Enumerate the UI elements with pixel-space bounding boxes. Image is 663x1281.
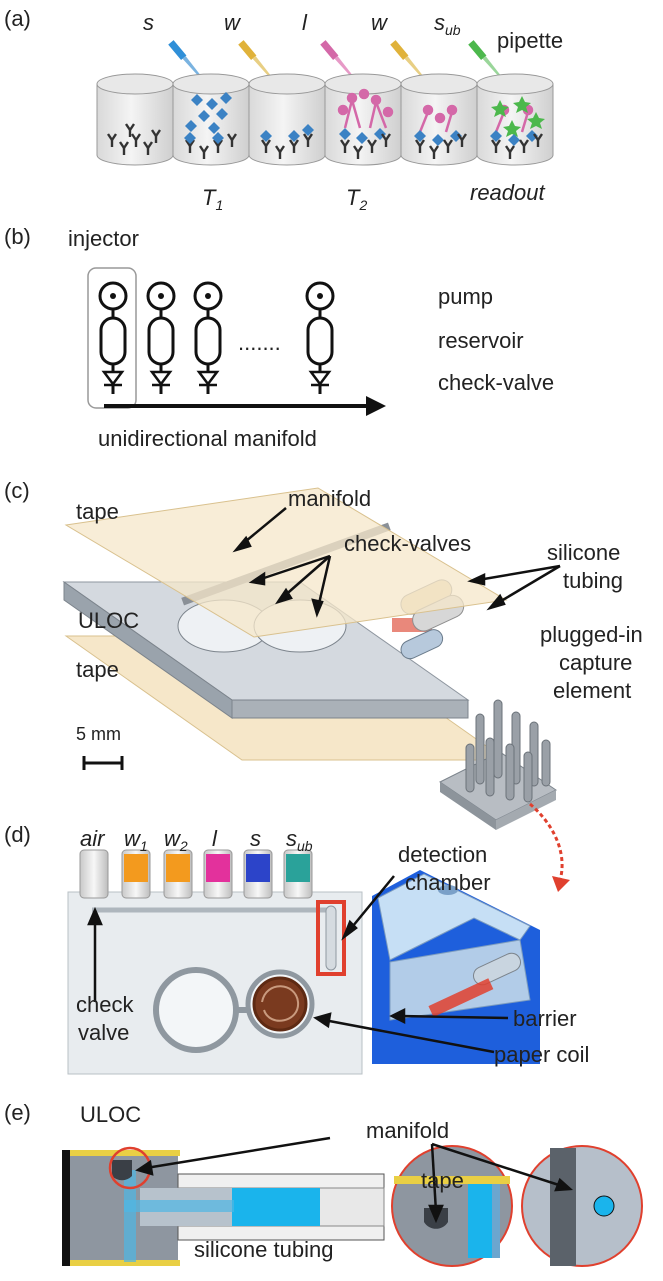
- label-check-valve-1: check: [76, 992, 134, 1017]
- callout-arrows-e: [135, 1136, 574, 1224]
- zoom-circle-1: [391, 1145, 513, 1267]
- pipette-icon-3: [320, 40, 354, 78]
- pipette-label: pipette: [497, 28, 563, 53]
- label-paper-coil: paper coil: [494, 1042, 589, 1067]
- label-tape-e: tape: [421, 1168, 464, 1193]
- label-manifold-e: manifold: [366, 1118, 449, 1143]
- pipette-icon-4: [390, 40, 424, 78]
- reagent-tubes: [79, 849, 313, 899]
- reagent-label-sub: sub: [434, 10, 461, 38]
- step-label-t1: T1: [202, 185, 223, 213]
- label-uloc-e: ULOC: [80, 1102, 141, 1127]
- injector-label: injector: [68, 226, 139, 251]
- tube-label-air: air: [80, 826, 106, 851]
- legend-check-valve: check-valve: [438, 370, 554, 395]
- injector-unit-2: [146, 281, 176, 396]
- panel-b: (b) injector ....... pump reservoir chec…: [4, 224, 554, 451]
- panel-b-tag: (b): [4, 224, 31, 249]
- well-6: [476, 73, 554, 166]
- label-silicone-1: silicone: [547, 540, 620, 565]
- callout-arrows-d: [87, 875, 509, 1054]
- step-label-readout: readout: [470, 180, 546, 205]
- well-3: [248, 73, 326, 166]
- reagent-label-w-1: w: [224, 10, 242, 35]
- step-label-t2: T2: [346, 185, 367, 213]
- injector-unit-n: [305, 281, 335, 396]
- label-manifold: manifold: [288, 486, 371, 511]
- label-check-valves: check-valves: [344, 531, 471, 556]
- legend-reservoir: reservoir: [438, 328, 524, 353]
- panel-d-tag: (d): [4, 822, 31, 847]
- capture-element-drawing: [439, 699, 557, 830]
- label-uloc: ULOC: [78, 608, 139, 633]
- label-silicone-tubing-e: silicone tubing: [194, 1237, 333, 1262]
- injector-unit-1: [98, 281, 128, 396]
- label-tape-bottom: tape: [76, 657, 119, 682]
- label-check-valve-2: valve: [78, 1020, 129, 1045]
- tubing-cross-section: [62, 1146, 385, 1266]
- panel-d: (d) air w1 w2 l s sub: [4, 822, 589, 1075]
- tube-label-l: l: [212, 826, 218, 851]
- panel-c-tag: (c): [4, 478, 30, 503]
- label-plugged-2: capture: [559, 650, 632, 675]
- legend-pump: pump: [438, 284, 493, 309]
- scale-bar: [82, 756, 124, 770]
- panel-e: (e): [4, 1100, 643, 1267]
- label-plugged-3: element: [553, 678, 631, 703]
- reagent-label-l: l: [302, 10, 308, 35]
- label-plugged-1: plugged-in: [540, 622, 643, 647]
- panel-c: (c): [4, 478, 643, 892]
- label-detection-2: chamber: [405, 870, 491, 895]
- injector-unit-3: [193, 281, 223, 396]
- pipette-icon-2: [238, 40, 272, 78]
- well-4: [324, 73, 402, 166]
- scale-bar-label: 5 mm: [76, 724, 121, 744]
- manifold-caption: unidirectional manifold: [98, 426, 317, 451]
- pipette-icon-5: [468, 40, 502, 78]
- panel-a-tag: (a): [4, 6, 31, 31]
- reagent-label-w-2: w: [371, 10, 389, 35]
- panel-a: (a) s w l w sub pipette: [4, 6, 563, 213]
- zoom-circle-2: [521, 1145, 643, 1267]
- well-1: [96, 73, 174, 166]
- ellipsis: .......: [238, 330, 281, 355]
- tube-label-w2: w2: [164, 826, 188, 854]
- panel-e-tag: (e): [4, 1100, 31, 1125]
- label-barrier: barrier: [513, 1006, 577, 1031]
- wells: [96, 73, 554, 166]
- label-detection-1: detection: [398, 842, 487, 867]
- pipette-icon-1: [168, 40, 202, 78]
- label-tape-top: tape: [76, 499, 119, 524]
- well-2: [172, 73, 250, 166]
- well-5: [400, 73, 478, 166]
- tube-label-s: s: [250, 826, 261, 851]
- callout-arrows-c: [232, 507, 570, 892]
- tube-label-w1: w1: [124, 826, 148, 854]
- reagent-label-s: s: [143, 10, 154, 35]
- tube-label-sub: sub: [286, 826, 313, 854]
- tape-top: [64, 487, 508, 638]
- label-silicone-2: tubing: [563, 568, 623, 593]
- device-photo: [67, 891, 363, 1075]
